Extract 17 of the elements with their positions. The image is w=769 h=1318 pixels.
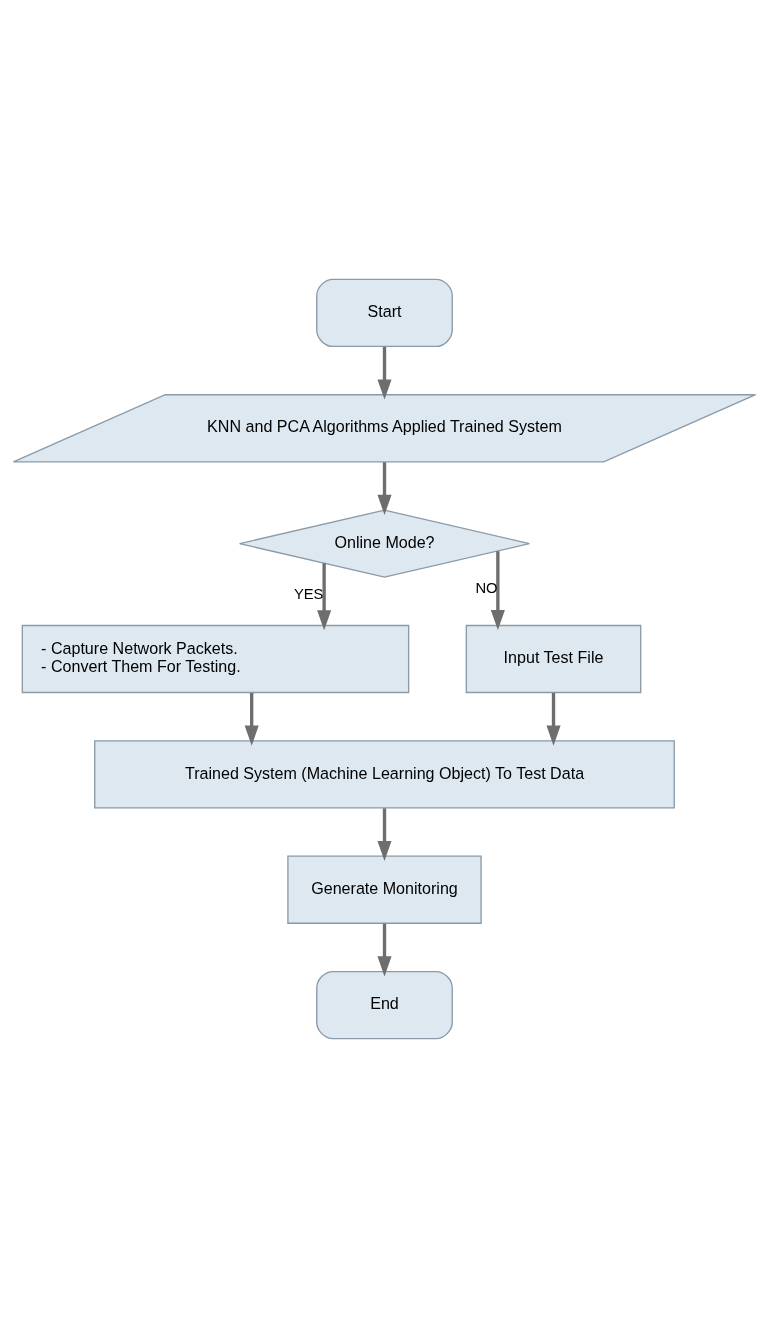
edge-label: YES <box>293 586 324 603</box>
node-box: Generate Monitoring <box>287 855 482 924</box>
edge-label: NO <box>475 580 498 597</box>
arrow <box>546 693 561 746</box>
arrow <box>377 808 392 862</box>
node-diamond: Online Mode? <box>238 509 531 578</box>
arrow <box>377 346 392 400</box>
node-box: - Capture Network Packets. - Convert Them For Testing. <box>21 624 410 694</box>
node-box: End <box>316 970 453 1040</box>
arrow <box>490 551 505 631</box>
arrow <box>244 693 259 746</box>
arrow <box>377 462 392 515</box>
arrow <box>377 923 392 977</box>
node-box: Input Test File <box>465 624 642 694</box>
arrow <box>317 563 332 631</box>
node-box: Start <box>316 278 453 348</box>
node-box: Trained System (Machine Learning Object) To Test Data <box>94 740 675 809</box>
